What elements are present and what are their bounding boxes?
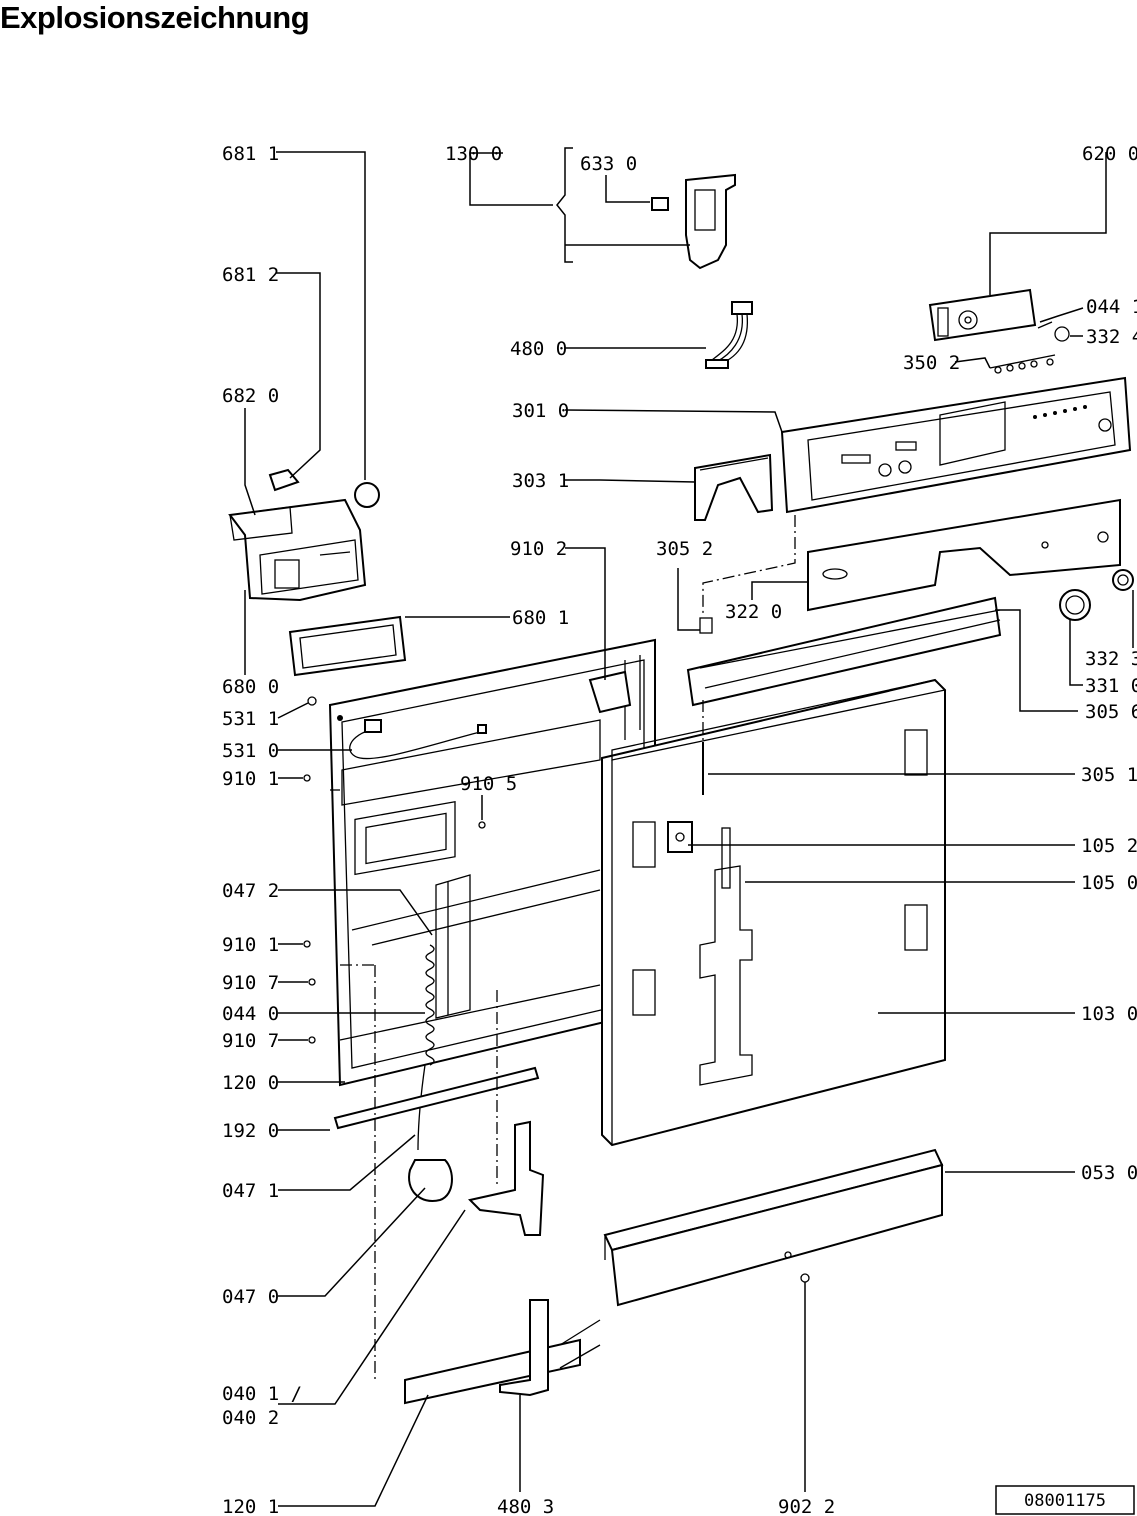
drawing-code: 08001175: [1024, 1491, 1106, 1511]
callout-332-4: 332 4: [1086, 326, 1137, 348]
bracket: [499, 1299, 549, 1397]
control-panel: [780, 376, 1132, 514]
control-strip: [686, 596, 1002, 707]
door-lock: [651, 173, 736, 270]
dispenser: [228, 468, 380, 602]
callout-labels: 681 1 681 2 682 0 680 0 680 1 531 1 531 …: [222, 143, 1137, 1516]
callout-047-0: 047 0: [222, 1286, 279, 1308]
callout-531-1: 531 1: [222, 708, 279, 730]
door-rail: [333, 1066, 540, 1130]
page-title: Explosionszeichnung: [0, 0, 310, 35]
callout-620-0: 620 0: [1082, 143, 1137, 165]
decor-foil: [807, 498, 1121, 612]
panel-bracket: [694, 453, 774, 521]
assembly-guides: [330, 515, 796, 1380]
timer: [928, 288, 1037, 342]
callout-301-0: 301 0: [512, 400, 569, 422]
callout-332-3: 332 3: [1085, 648, 1137, 670]
callout-910-5: 910 5: [460, 773, 517, 795]
callout-105-2: 105 2: [1081, 835, 1137, 857]
hinge: [408, 1120, 545, 1236]
callout-531-0: 531 0: [222, 740, 279, 762]
callout-192-0: 192 0: [222, 1120, 279, 1142]
callout-682-0: 682 0: [222, 385, 279, 407]
callout-910-2: 910 2: [510, 538, 567, 560]
callout-350-2: 350 2: [903, 352, 960, 374]
callout-910-1-a: 910 1: [222, 768, 279, 790]
callout-053-0: 053 0: [1081, 1162, 1137, 1184]
callout-305-6: 305 6: [1085, 701, 1137, 723]
spring-small: [1037, 321, 1070, 342]
callout-322-0: 322 0: [725, 601, 782, 623]
callout-331-0: 331 0: [1085, 675, 1137, 697]
callout-681-1: 681 1: [222, 143, 279, 165]
callout-105-0: 105 0: [1081, 872, 1137, 894]
callout-480-3: 480 3: [497, 1496, 554, 1516]
callout-305-1: 305 1: [1081, 764, 1137, 786]
callout-305-2: 305 2: [656, 538, 713, 560]
seal: [288, 615, 407, 677]
callout-120-1: 120 1: [222, 1496, 279, 1516]
callout-047-2: 047 2: [222, 880, 279, 902]
callout-681-2: 681 2: [222, 264, 279, 286]
wire-harness: [307, 696, 487, 760]
screw: [699, 617, 713, 795]
callout-680-1: 680 1: [512, 607, 569, 629]
door-spring: [417, 944, 435, 1151]
callout-910-7-b: 910 7: [222, 1030, 279, 1052]
callout-480-0: 480 0: [510, 338, 567, 360]
knob: [1059, 589, 1091, 621]
callout-680-0: 680 0: [222, 676, 279, 698]
callout-120-0: 120 0: [222, 1072, 279, 1094]
push-buttons: [989, 354, 1056, 374]
callout-633-0: 633 0: [580, 153, 637, 175]
leader-lines: [244, 147, 1134, 1507]
callout-910-7-a: 910 7: [222, 972, 279, 994]
cable-harness: [705, 301, 753, 369]
drawing-code-box: [995, 1485, 1135, 1515]
screw-set: [303, 774, 486, 1044]
callout-047-1: 047 1: [222, 1180, 279, 1202]
callout-910-1-b: 910 1: [222, 934, 279, 956]
knob-insert: [1112, 569, 1134, 591]
callout-103-0: 103 0: [1081, 1003, 1137, 1025]
outer-door-panel: [601, 678, 947, 1147]
callout-040-1: 040 1 /: [222, 1383, 302, 1405]
callout-303-1: 303 1: [512, 470, 569, 492]
callout-044-1: 044 1: [1086, 296, 1137, 318]
callout-040-2: 040 2: [222, 1407, 279, 1429]
hinge-bracket: [588, 670, 632, 714]
callout-902-2: 902 2: [778, 1496, 835, 1516]
kick-plate: [603, 1148, 944, 1307]
callout-130-0: 130 0: [445, 143, 502, 165]
callout-044-0: 044 0: [222, 1003, 279, 1025]
